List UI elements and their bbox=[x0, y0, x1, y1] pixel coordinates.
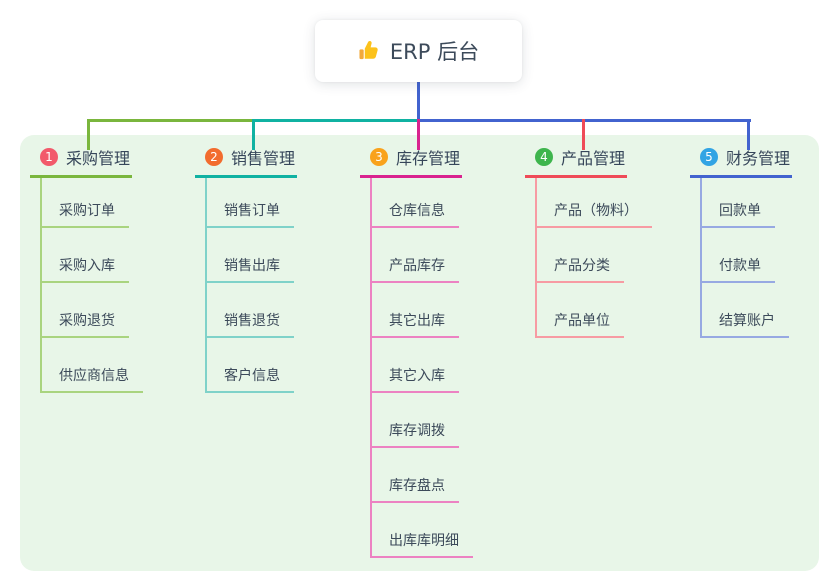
child-node-label: 采购订单 bbox=[59, 203, 115, 219]
child-node[interactable]: 结算账户 bbox=[702, 283, 789, 338]
child-node-label: 库存盘点 bbox=[389, 478, 445, 494]
child-node[interactable]: 销售退货 bbox=[207, 283, 294, 338]
branch-children: 回款单付款单结算账户 bbox=[700, 178, 789, 338]
connector-branch-2-drop bbox=[251, 119, 255, 150]
branch-number-badge: 4 bbox=[535, 148, 553, 166]
branch-children: 采购订单采购入库采购退货供应商信息 bbox=[40, 178, 143, 393]
child-node[interactable]: 产品分类 bbox=[537, 228, 624, 283]
child-node-label: 销售退货 bbox=[224, 313, 280, 329]
child-node-label: 产品（物料） bbox=[554, 203, 638, 219]
root-label: ERP 后台 bbox=[389, 40, 480, 64]
branch-label: 销售管理 bbox=[231, 149, 296, 168]
child-node-label: 仓库信息 bbox=[389, 203, 445, 219]
child-node[interactable]: 采购退货 bbox=[42, 283, 129, 338]
child-node-label: 客户信息 bbox=[224, 368, 280, 384]
child-node[interactable]: 产品单位 bbox=[537, 283, 624, 338]
child-node[interactable]: 仓库信息 bbox=[372, 178, 459, 228]
child-node-label: 产品分类 bbox=[554, 258, 610, 274]
branch-title[interactable]: 5 财务管理 bbox=[690, 145, 793, 178]
child-node-label: 其它入库 bbox=[389, 368, 445, 384]
connector-branch-4-drop bbox=[581, 119, 585, 150]
connector-branch-1-drop bbox=[86, 119, 90, 150]
connector-branch-5-drop bbox=[746, 119, 750, 150]
child-node[interactable]: 产品（物料） bbox=[537, 178, 652, 228]
branch-children: 销售订单销售出库销售退货客户信息 bbox=[205, 178, 294, 393]
branch-number-badge: 3 bbox=[370, 148, 388, 166]
branch-2: 2 销售管理销售订单销售出库销售退货客户信息 bbox=[195, 145, 357, 393]
branch-5: 5 财务管理回款单付款单结算账户 bbox=[690, 145, 839, 338]
child-node-label: 付款单 bbox=[719, 258, 761, 274]
child-node-label: 产品单位 bbox=[554, 313, 610, 329]
connector-branch-3-drop bbox=[416, 119, 420, 150]
branch-title[interactable]: 4 产品管理 bbox=[525, 145, 628, 178]
child-node-label: 采购退货 bbox=[59, 313, 115, 329]
child-node[interactable]: 产品库存 bbox=[372, 228, 459, 283]
branches-panel bbox=[20, 135, 819, 571]
thumbs-up-icon bbox=[358, 40, 380, 62]
branch-children: 产品（物料） 产品分类产品单位 bbox=[535, 178, 652, 338]
child-node[interactable]: 销售出库 bbox=[207, 228, 294, 283]
child-node-label: 销售订单 bbox=[224, 203, 280, 219]
child-node[interactable]: 采购订单 bbox=[42, 178, 129, 228]
branch-title[interactable]: 3 库存管理 bbox=[360, 145, 463, 178]
child-node[interactable]: 供应商信息 bbox=[42, 338, 143, 393]
branch-number-badge: 5 bbox=[700, 148, 718, 166]
child-node-label: 其它出库 bbox=[389, 313, 445, 329]
child-node-label: 采购入库 bbox=[59, 258, 115, 274]
child-node[interactable]: 回款单 bbox=[702, 178, 775, 228]
child-node-label: 出库库明细 bbox=[389, 533, 459, 549]
child-node-label: 结算账户 bbox=[719, 313, 775, 329]
branch-number-badge: 2 bbox=[205, 148, 223, 166]
branch-title[interactable]: 1 采购管理 bbox=[30, 145, 133, 178]
child-node[interactable]: 其它入库 bbox=[372, 338, 459, 393]
branch-label: 采购管理 bbox=[66, 149, 131, 168]
branch-label: 产品管理 bbox=[561, 149, 626, 168]
branch-3: 3 库存管理仓库信息产品库存其它出库其它入库库存调拨库存盘点出库库明细 bbox=[360, 145, 522, 558]
child-node[interactable]: 付款单 bbox=[702, 228, 775, 283]
child-node[interactable]: 出库库明细 bbox=[372, 503, 473, 558]
child-node[interactable]: 销售订单 bbox=[207, 178, 294, 228]
branch-1: 1 采购管理采购订单采购入库采购退货供应商信息 bbox=[30, 145, 192, 393]
branch-title[interactable]: 2 销售管理 bbox=[195, 145, 298, 178]
connector-rail-mid bbox=[252, 119, 419, 122]
child-node[interactable]: 库存盘点 bbox=[372, 448, 459, 503]
child-node-label: 销售出库 bbox=[224, 258, 280, 274]
child-node-label: 产品库存 bbox=[389, 258, 445, 274]
child-node[interactable]: 采购入库 bbox=[42, 228, 129, 283]
child-node[interactable]: 库存调拨 bbox=[372, 393, 459, 448]
child-node[interactable]: 其它出库 bbox=[372, 283, 459, 338]
child-node[interactable]: 客户信息 bbox=[207, 338, 294, 393]
branch-4: 4 产品管理产品（物料） 产品分类产品单位 bbox=[525, 145, 687, 338]
child-node-label: 库存调拨 bbox=[389, 423, 445, 439]
child-node-label: 供应商信息 bbox=[59, 368, 129, 384]
connector-rail-left bbox=[87, 119, 253, 122]
connector-root-drop bbox=[416, 82, 420, 122]
root-node[interactable]: ERP 后台 bbox=[315, 20, 522, 82]
branch-label: 库存管理 bbox=[396, 149, 461, 168]
branch-number-badge: 1 bbox=[40, 148, 58, 166]
branch-children: 仓库信息产品库存其它出库其它入库库存调拨库存盘点出库库明细 bbox=[370, 178, 473, 558]
branch-label: 财务管理 bbox=[726, 149, 791, 168]
child-node-label: 回款单 bbox=[719, 203, 761, 219]
